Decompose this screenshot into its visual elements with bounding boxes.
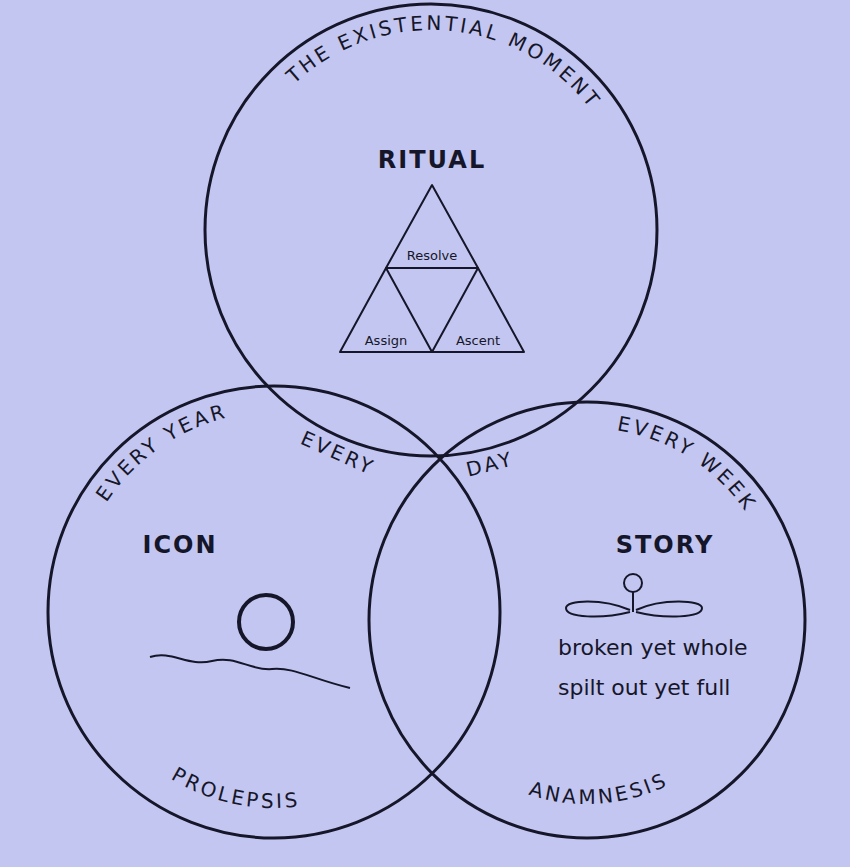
figure-left-loop xyxy=(566,602,630,617)
segment-label: Resolve xyxy=(407,248,457,264)
arc-caption: EVERY WEEK xyxy=(616,411,762,515)
circle-line xyxy=(48,386,500,838)
circle-outline: THE EXISTENTIAL MOMENT xyxy=(201,0,661,460)
segment-label: Assign xyxy=(365,333,408,349)
story-text: broken yet whole spilt out yet full xyxy=(558,628,763,708)
circle-heading: RITUAL xyxy=(378,146,486,175)
figure-right-loop xyxy=(636,602,702,617)
horizon-wave xyxy=(150,655,350,688)
triangle-line xyxy=(340,268,432,352)
figure-head xyxy=(624,574,642,592)
triangle-segment: Ascent xyxy=(430,266,526,354)
segment-label: Ascent xyxy=(456,333,500,349)
circle-outline: EVERY WEEK ANAMNESIS xyxy=(365,398,809,842)
triangle-segment: Resolve xyxy=(384,183,480,270)
venn-circle: EVERY WEEK ANAMNESIS STORY broken yet whole… xyxy=(365,398,809,842)
arc-caption: ANAMNESIS xyxy=(527,767,672,809)
circle-line xyxy=(205,4,657,456)
arc-caption: THE EXISTENTIAL MOMENT xyxy=(281,11,606,113)
circle-heading: ICON xyxy=(142,531,217,560)
figure-body xyxy=(632,592,634,612)
circle-outline: EVERY YEAR PROLEPSIS xyxy=(44,382,504,842)
circle-line xyxy=(369,402,805,838)
triangle-segment: Assign xyxy=(338,266,434,354)
period-label: EVERY xyxy=(297,426,379,480)
triangle-line xyxy=(386,185,478,268)
venn-circle: EVERY YEAR PROLEPSIS ICON xyxy=(44,382,504,842)
circle-heading: STORY xyxy=(616,531,715,560)
arc-caption: PROLEPSIS xyxy=(168,762,302,813)
sun-symbol xyxy=(239,595,293,649)
triangle-line xyxy=(432,268,524,352)
venn-circle: THE EXISTENTIAL MOMENT RITUAL ResolveAssig… xyxy=(201,0,661,460)
arc-caption: EVERY YEAR xyxy=(91,399,230,506)
